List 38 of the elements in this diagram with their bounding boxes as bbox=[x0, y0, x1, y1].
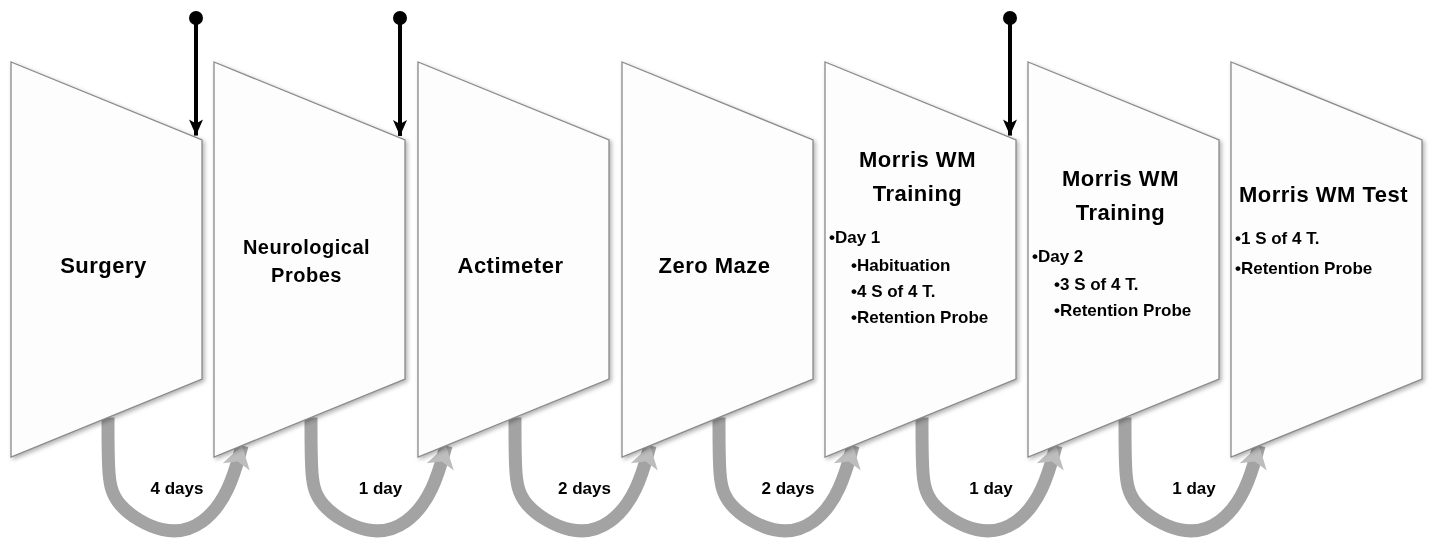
curved-arrow bbox=[1118, 417, 1267, 538]
edge-label: 1 day bbox=[967, 479, 1015, 499]
trapezoid-panel bbox=[622, 62, 813, 457]
bullet-item: •4 S of 4 T. bbox=[851, 281, 936, 303]
trapezoid-panel bbox=[214, 62, 405, 457]
curved-arrow bbox=[101, 417, 250, 538]
curved-arrow bbox=[915, 417, 1064, 538]
edge-label: 2 days bbox=[759, 479, 817, 499]
pin-arrow bbox=[189, 11, 203, 136]
edge-label: 2 days bbox=[556, 479, 613, 499]
bullet-item: •Day 1 bbox=[829, 227, 881, 249]
step-title: Actimeter bbox=[456, 252, 565, 280]
curved-arrow bbox=[304, 417, 454, 538]
step-title: Neurological Probes bbox=[241, 235, 372, 288]
bullet-item: •Habituation bbox=[851, 255, 951, 277]
bullet-item: •1 S of 4 T. bbox=[1235, 228, 1320, 250]
edge-label: 1 day bbox=[356, 479, 405, 499]
pin-arrow bbox=[1003, 11, 1017, 136]
step-title: Morris WM Test bbox=[1237, 181, 1410, 209]
curved-arrow bbox=[712, 417, 861, 538]
pin-arrow bbox=[393, 11, 407, 136]
bullet-item: •Retention Probe bbox=[1235, 258, 1373, 280]
bullet-item: •Day 2 bbox=[1032, 246, 1084, 268]
trapezoid-panel bbox=[1231, 62, 1422, 457]
bullet-item: •Retention Probe bbox=[851, 307, 989, 329]
trapezoid-panel bbox=[1028, 62, 1219, 457]
edge-label: 4 days bbox=[148, 479, 206, 499]
bullet-item: •3 S of 4 T. bbox=[1054, 274, 1139, 296]
trapezoid-panel bbox=[825, 62, 1016, 457]
trapezoid-panel bbox=[418, 62, 609, 457]
step-title: Zero Maze bbox=[657, 252, 772, 280]
edge-label: 1 day bbox=[1170, 479, 1218, 499]
step-title: Morris WM Training bbox=[858, 146, 977, 208]
curved-arrow bbox=[508, 417, 658, 538]
trapezoid-panel bbox=[11, 62, 202, 457]
step-title: Morris WM Training bbox=[1061, 165, 1180, 227]
bullet-item: •Retention Probe bbox=[1054, 300, 1192, 322]
step-title: Surgery bbox=[59, 252, 148, 280]
